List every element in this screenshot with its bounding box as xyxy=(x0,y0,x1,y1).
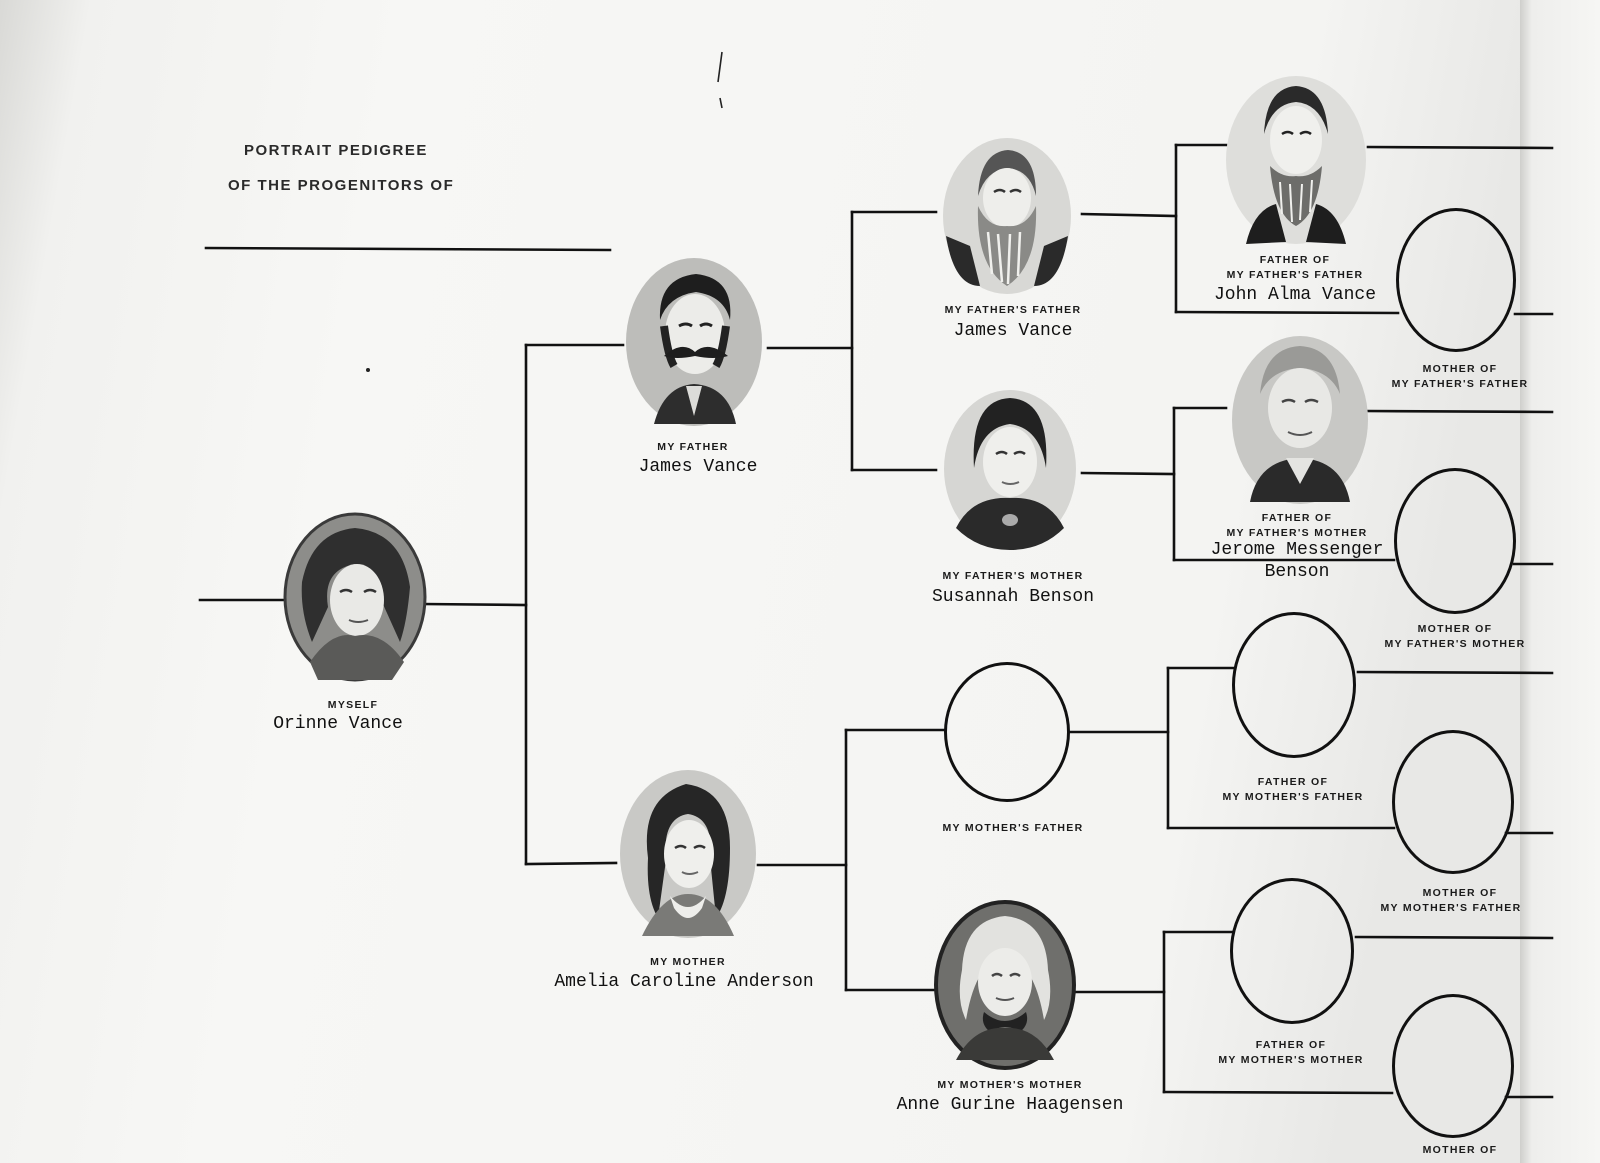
connector-mmf-out xyxy=(1354,935,1554,940)
caption-fm-father-line1: FATHER OF xyxy=(1261,512,1333,524)
caption-mm-father-line1: FATHER OF xyxy=(1255,1039,1327,1051)
caption-mf-mother-line2: MY MOTHER'S FATHER xyxy=(1380,902,1522,914)
portrait-fathers-mother xyxy=(944,390,1076,550)
page-gutter-shadow xyxy=(1520,0,1600,1163)
portrait-placeholder-mm-father xyxy=(1230,878,1354,1024)
name-ff-father: John Alma Vance xyxy=(1213,285,1377,305)
connector-ff-right xyxy=(1080,212,1178,218)
caption-ff-mother-line2: MY FATHER'S FATHER xyxy=(1391,378,1529,390)
connector-fmf-out xyxy=(1364,409,1554,414)
caption-mothers-mother: MY MOTHER'S MOTHER xyxy=(937,1079,1083,1091)
portrait-myself xyxy=(283,512,427,682)
caption-fathers-father: MY FATHER'S FATHER xyxy=(944,304,1082,316)
connector-to-ffm xyxy=(1174,310,1400,315)
caption-ff-father-line1: FATHER OF xyxy=(1259,254,1331,266)
portrait-mothers-mother xyxy=(934,900,1076,1070)
caption-mothers-father: MY MOTHER'S FATHER xyxy=(942,822,1084,834)
caption-ff-mother-line1: MOTHER OF xyxy=(1422,363,1498,375)
portrait-placeholder-mm-mother xyxy=(1392,994,1514,1138)
connector-to-mother xyxy=(524,861,618,866)
name-myself: Orinne Vance xyxy=(273,714,403,734)
connector-fff-out xyxy=(1366,145,1554,150)
name-fathers-father: James Vance xyxy=(953,321,1073,341)
portrait-ff-father xyxy=(1226,76,1366,244)
portrait-placeholder-mf-father xyxy=(1232,612,1356,758)
caption-fm-father-line2: MY FATHER'S MOTHER xyxy=(1226,527,1368,539)
caption-myself: MYSELF xyxy=(327,699,379,711)
portrait-mother xyxy=(620,770,756,938)
portrait-fathers-father xyxy=(943,138,1071,294)
portrait-placeholder-mothers-father xyxy=(944,662,1070,802)
name-mothers-mother: Anne Gurine Haagensen xyxy=(896,1095,1124,1115)
caption-fm-mother-line1: MOTHER OF xyxy=(1417,623,1493,635)
caption-mother: MY MOTHER xyxy=(650,956,726,968)
pen-mark xyxy=(717,51,723,109)
caption-mm-mother-line1: MOTHER OF xyxy=(1422,1144,1498,1156)
name-fm-father-line2: Benson xyxy=(1264,562,1330,582)
name-fm-father-line1: Jerome Messenger xyxy=(1210,540,1384,560)
caption-father: MY FATHER xyxy=(657,441,729,453)
caption-fathers-mother: MY FATHER'S MOTHER xyxy=(942,570,1084,582)
portrait-placeholder-mf-mother xyxy=(1392,730,1514,874)
caption-mf-father-line2: MY MOTHER'S FATHER xyxy=(1222,791,1364,803)
heading-line-1: PORTRAIT PEDIGREE xyxy=(244,142,428,159)
caption-mf-mother-line1: MOTHER OF xyxy=(1422,887,1498,899)
heading-line-2: OF THE PROGENITORS OF xyxy=(228,177,455,194)
portrait-fm-father xyxy=(1232,336,1368,504)
name-fathers-mother: Susannah Benson xyxy=(931,587,1095,607)
connector-to-mmm xyxy=(1162,1090,1394,1095)
portrait-placeholder-fm-mother xyxy=(1394,468,1516,614)
connector-mff-out xyxy=(1356,670,1554,675)
title-underline xyxy=(204,246,612,252)
caption-ff-father-line2: MY FATHER'S FATHER xyxy=(1226,269,1364,281)
name-mother: Amelia Caroline Anderson xyxy=(554,972,814,992)
name-father: James Vance xyxy=(638,457,758,477)
caption-mf-father-line1: FATHER OF xyxy=(1257,776,1329,788)
connector-myself-right xyxy=(421,602,528,607)
ink-dot xyxy=(366,368,370,372)
connector-fm-right xyxy=(1080,471,1176,476)
caption-fm-mother-line2: MY FATHER'S MOTHER xyxy=(1384,638,1526,650)
caption-mm-father-line2: MY MOTHER'S MOTHER xyxy=(1218,1054,1364,1066)
portrait-placeholder-ff-mother xyxy=(1396,208,1516,352)
portrait-father xyxy=(626,258,762,426)
